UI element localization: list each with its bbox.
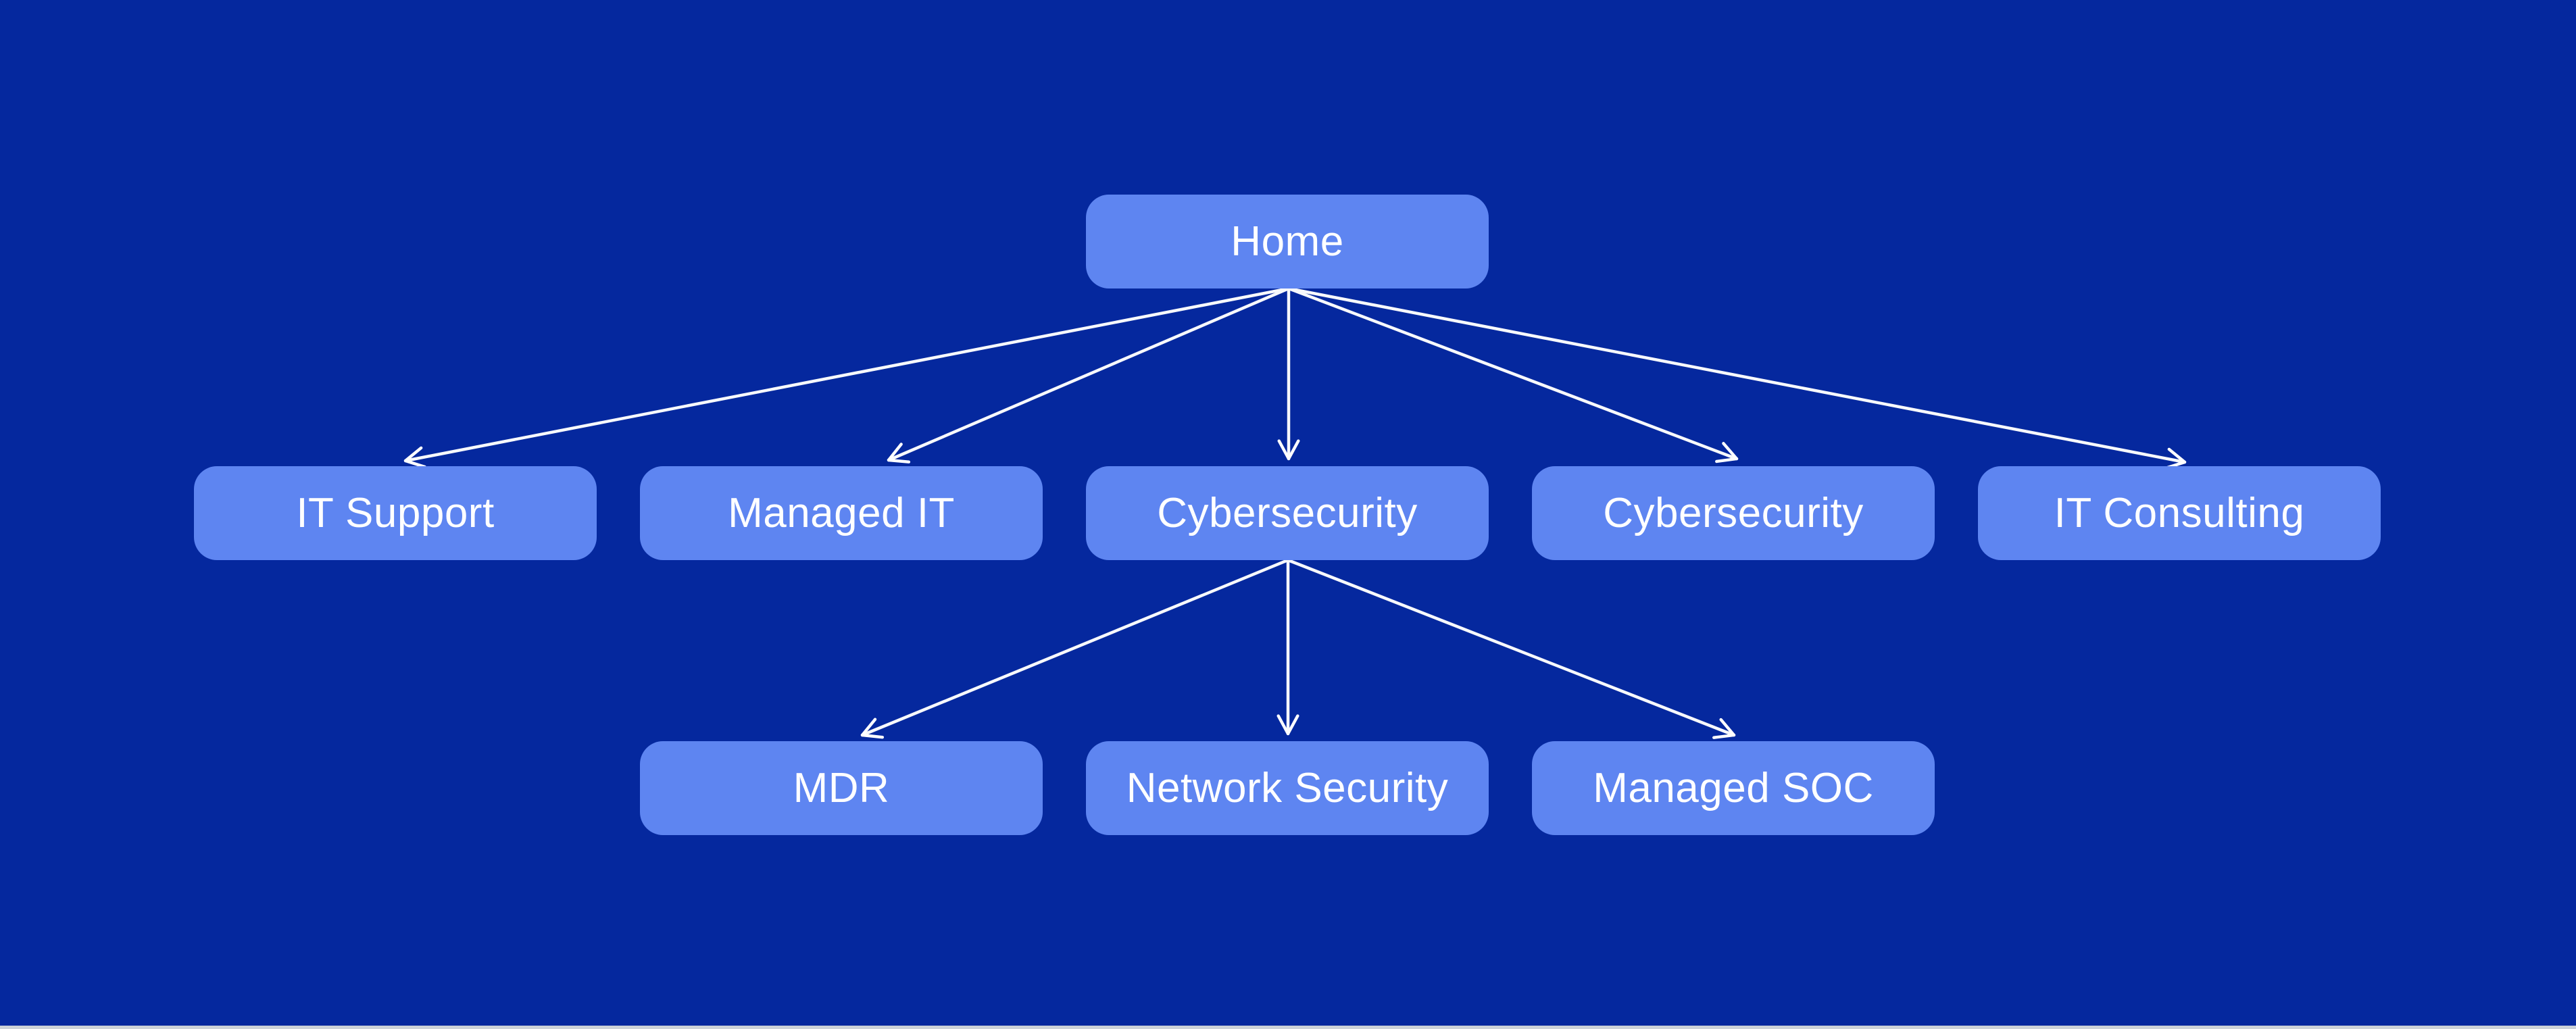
node-label: MDR	[793, 764, 890, 811]
node-label: Network Security	[1126, 764, 1449, 811]
node-it-consulting[interactable]: IT Consulting	[1978, 466, 2381, 560]
edge-home-it-support	[403, 286, 1291, 469]
node-label: Home	[1231, 218, 1344, 265]
edge-home-managed-it	[887, 286, 1291, 463]
node-label: Managed IT	[728, 489, 955, 536]
node-cybersecurity-2[interactable]: Cybersecurity	[1532, 466, 1935, 560]
edge-cybersecurity-managed-soc	[1286, 558, 1736, 739]
node-mdr[interactable]: MDR	[640, 741, 1043, 835]
edge-home-it-consulting	[1287, 286, 2187, 470]
node-label: Cybersecurity	[1603, 489, 1864, 536]
node-label: Cybersecurity	[1157, 489, 1418, 536]
bottom-page-edge	[0, 1026, 2576, 1029]
edge-cybersecurity-mdr	[860, 558, 1290, 739]
node-network-security[interactable]: Network Security	[1086, 741, 1489, 835]
node-home[interactable]: Home	[1086, 195, 1489, 288]
node-label: IT Support	[296, 489, 495, 536]
node-cybersecurity-1[interactable]: Cybersecurity	[1086, 466, 1489, 560]
node-it-support[interactable]: IT Support	[194, 466, 597, 560]
edge-home-cybersecurity-2	[1287, 286, 1739, 463]
node-managed-it[interactable]: Managed IT	[640, 466, 1043, 560]
node-managed-soc[interactable]: Managed SOC	[1532, 741, 1935, 835]
node-label: Managed SOC	[1593, 764, 1874, 811]
node-label: IT Consulting	[2054, 489, 2305, 536]
